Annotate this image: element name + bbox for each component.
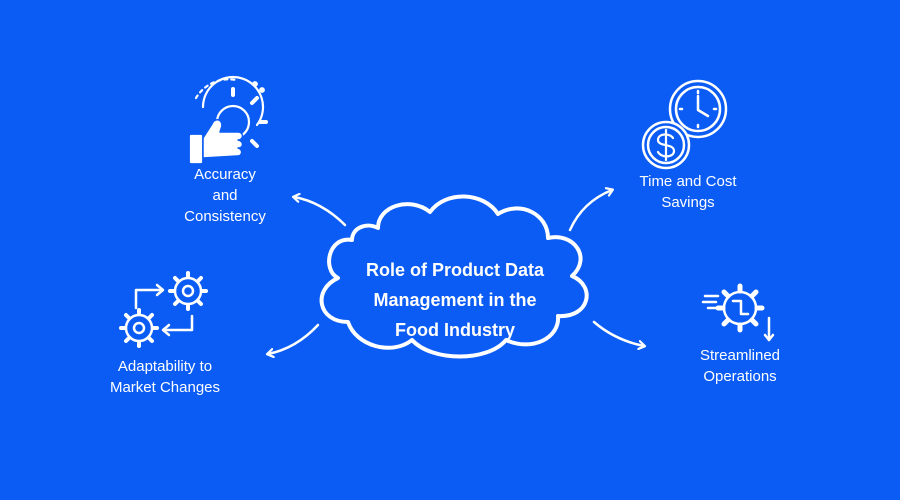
arrow-to-accuracy	[294, 197, 347, 227]
cloud-shape	[319, 194, 589, 359]
label-time-cost: Time and Cost Savings	[618, 171, 758, 213]
arrow-to-adaptability	[268, 323, 320, 354]
label-streamlined: Streamlined Operations	[675, 345, 805, 387]
gear-thumbs-up-icon	[189, 75, 268, 164]
center-title-line: Food Industry	[395, 320, 515, 340]
center-title-line: Management in the	[373, 290, 537, 310]
gears-arrows-icon	[119, 271, 208, 348]
clock-dollar-icon	[641, 79, 728, 170]
center-title-line: Role of Product Data	[365, 260, 544, 280]
label-line: Adaptability to	[117, 358, 213, 375]
arrow-to-time-cost	[568, 190, 612, 232]
center-title: Role of Product Data Management in the F…	[330, 255, 580, 345]
gear-speed-icon	[701, 283, 775, 342]
label-line: Accuracy	[194, 166, 256, 183]
label-adaptability: Adaptability to Market Changes	[95, 356, 235, 398]
label-line: Time and Cost	[639, 173, 737, 190]
arrow-to-streamlined	[592, 320, 644, 346]
label-line: Savings	[661, 194, 715, 211]
label-line: Consistency	[184, 208, 266, 225]
label-line: Market Changes	[109, 379, 221, 396]
label-line: Streamlined	[699, 347, 781, 364]
label-line: and	[212, 187, 238, 204]
label-accuracy: Accuracy and Consistency	[165, 164, 285, 227]
label-line: Operations	[703, 368, 777, 385]
